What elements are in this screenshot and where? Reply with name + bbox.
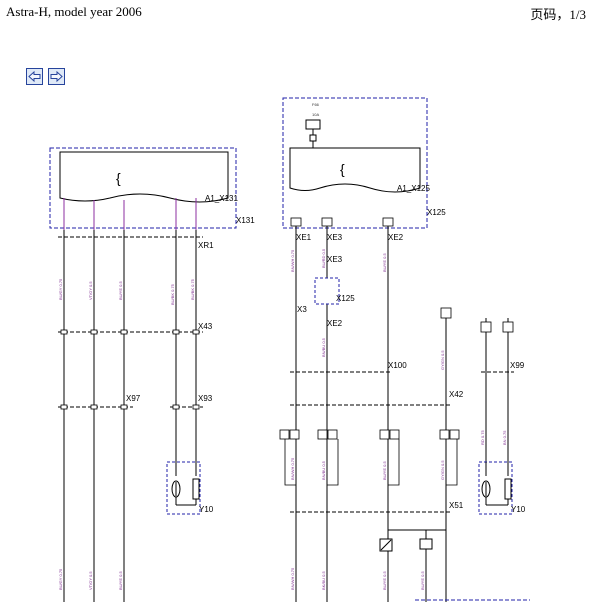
fuse-rating: 10A [312, 112, 319, 117]
x43-label: X43 [198, 322, 213, 331]
xe2-label-b: XE2 [327, 319, 343, 328]
svg-text:RD 0.75: RD 0.75 [480, 430, 485, 445]
x125-inner-label: X125 [336, 294, 355, 303]
left-wire-labels: BU/GY 0.75 VT/GY 0.5 BU/YE 0.5 BU/BK 0.7… [58, 278, 195, 590]
left-module-conn-label: X131 [236, 216, 255, 225]
document-title: Astra-H, model year 2006 [6, 4, 142, 19]
svg-text:GY/GN 0.5: GY/GN 0.5 [440, 460, 445, 480]
x51-label: X51 [449, 501, 464, 510]
svg-text:BN/WH 0.75: BN/WH 0.75 [290, 457, 295, 480]
left-wire-highlights [63, 198, 197, 230]
arrow-right-icon [50, 70, 63, 83]
right-module-label: A1_X125 [397, 184, 430, 193]
svg-text:BU/GY 0.75: BU/GY 0.75 [58, 278, 63, 300]
svg-text:GY/GN 0.5: GY/GN 0.5 [440, 350, 445, 370]
svg-text:BN/WH 0.75: BN/WH 0.75 [290, 249, 295, 272]
left-module-body [59, 151, 229, 203]
svg-text:BU/YE 0.5: BU/YE 0.5 [118, 571, 123, 590]
svg-text:BU/GY 0.75: BU/GY 0.75 [58, 568, 63, 590]
left-module-symbol: { [116, 170, 121, 186]
xe3-label-b: XE3 [327, 255, 343, 264]
page-number: 页码，1/3 [530, 7, 586, 22]
y10-right-label: Y10 [511, 505, 526, 514]
x3-label: X3 [297, 305, 307, 314]
right-module-body [289, 147, 421, 193]
xe3-inner-box [314, 277, 340, 305]
xe1-label: XE1 [296, 233, 312, 242]
arrow-left-icon [28, 70, 41, 83]
svg-text:BU/YE 0.5: BU/YE 0.5 [382, 571, 387, 590]
x100-label: X100 [388, 361, 407, 370]
xe3-label-a: XE3 [327, 233, 343, 242]
svg-text:BK/BU 0.5: BK/BU 0.5 [321, 571, 326, 590]
right-wires [295, 226, 509, 602]
y10-left-label: Y10 [199, 505, 214, 514]
right-top-terminals [440, 307, 514, 333]
right-module-symbol: { [340, 161, 345, 177]
svg-text:BU/BK 0.75: BU/BK 0.75 [170, 283, 175, 305]
back-button[interactable] [26, 68, 43, 85]
y10-left-outline [166, 461, 201, 515]
right-terminal-pairs [279, 429, 460, 440]
svg-text:BN 0.75: BN 0.75 [502, 430, 507, 445]
left-module-outline [49, 147, 237, 229]
xe2-label-a: XE2 [388, 233, 404, 242]
x99-label: X99 [510, 361, 525, 370]
svg-text:BN/WH 0.75: BN/WH 0.75 [290, 567, 295, 590]
x93-label: X93 [198, 394, 213, 403]
svg-text:BU/YE 0.5: BU/YE 0.5 [382, 253, 387, 272]
svg-text:BN/BU 0.5: BN/BU 0.5 [321, 460, 326, 480]
forward-button[interactable] [48, 68, 65, 85]
x97-label: X97 [126, 394, 141, 403]
fuse-box [305, 119, 321, 130]
svg-text:VT/GY 0.5: VT/GY 0.5 [88, 571, 93, 590]
y10-right-outline [478, 461, 513, 515]
svg-text:VT/GY 0.5: VT/GY 0.5 [88, 281, 93, 300]
right-module-outline [282, 97, 428, 229]
xr1-label: XR1 [198, 241, 214, 250]
left-connector-caps [60, 329, 200, 410]
fuse-label: F66 [312, 102, 320, 107]
right-terminal-loops [284, 439, 458, 486]
bottom-terminal [419, 538, 433, 550]
svg-text:BN/BU 0.5: BN/BU 0.5 [321, 337, 326, 357]
right-module-conn-label: X125 [427, 208, 446, 217]
svg-text:BU/BK 0.75: BU/BK 0.75 [190, 278, 195, 300]
left-module-label: A1_X131 [205, 194, 238, 203]
svg-text:BU/RD 0.5: BU/RD 0.5 [321, 248, 326, 268]
right-module-pins [290, 217, 394, 227]
svg-text:BU/YE 0.5: BU/YE 0.5 [420, 571, 425, 590]
x42-label: X42 [449, 390, 464, 399]
right-wire-labels: BN/WH 0.75 BU/RD 0.5 BU/YE 0.5 BN/BU 0.5… [290, 248, 507, 590]
svg-text:BU/YE 0.5: BU/YE 0.5 [118, 281, 123, 300]
svg-text:BU/YE 0.5: BU/YE 0.5 [382, 461, 387, 480]
